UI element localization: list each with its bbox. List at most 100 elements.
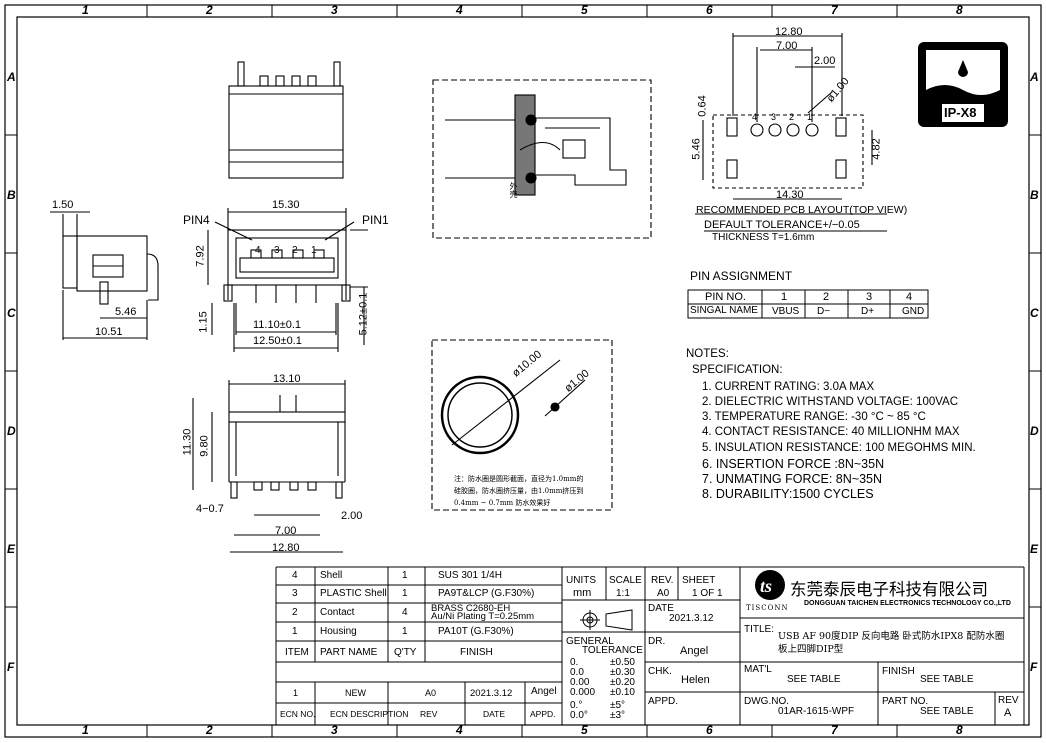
dim-7-92: 7.92 bbox=[194, 245, 207, 267]
grid-col-1-bottom: 1 bbox=[82, 723, 89, 737]
pin-num-3: 3 bbox=[274, 245, 280, 256]
tb-tol-2-val: ±0.20 bbox=[610, 677, 635, 688]
grid-col-7-bottom: 7 bbox=[831, 723, 838, 737]
note-4: 4. CONTACT RESISTANCE: 40 MILLIONHM MAX bbox=[702, 426, 960, 438]
grid-row-a-right: A bbox=[1030, 70, 1039, 84]
tb-finish: SEE TABLE bbox=[920, 674, 974, 685]
company-logo: ts bbox=[755, 570, 785, 600]
tb-matl: SEE TABLE bbox=[787, 674, 841, 685]
tb-appd-label: APPD. bbox=[648, 696, 679, 707]
pcb-layout bbox=[695, 33, 887, 232]
bom-hdr-item: ITEM bbox=[285, 647, 309, 658]
pcb-tolerance: DEFAULT TOLERANCE+/−0.05 bbox=[704, 219, 860, 231]
pcb-dim-4-82: 4.82 bbox=[870, 138, 883, 160]
bom-r2-finish: PA9T&LCP (G.F30%) bbox=[438, 588, 535, 599]
tb-tol-0-val: ±0.50 bbox=[610, 657, 635, 668]
ecn-hdr-no: ECN NO. bbox=[280, 709, 316, 719]
grid-row-d: D bbox=[7, 424, 16, 438]
projection-symbol-icon bbox=[580, 609, 633, 631]
note-7: 7. UNMATING FORCE: 8N~35N bbox=[702, 472, 883, 486]
dim-5-12: 5.12±0.1 bbox=[357, 292, 370, 336]
side-view bbox=[50, 211, 159, 340]
ecn-date: 2021.3.12 bbox=[470, 688, 513, 699]
note-5: 5. INSULATION RESISTANCE: 100 MEGOHMS MI… bbox=[702, 442, 976, 454]
note-8: 8. DURABILITY:1500 CYCLES bbox=[702, 487, 874, 501]
bottom-view bbox=[192, 380, 346, 553]
pin-num-4: 4 bbox=[255, 245, 261, 256]
tb-tol-1-key: 0.0 bbox=[570, 667, 584, 678]
tb-tol-0-key: 0. bbox=[570, 657, 579, 668]
bom-r3-finish-1: BRASS C2680-EH bbox=[431, 603, 511, 614]
bom-hdr-finish: FINISH bbox=[460, 647, 493, 658]
pa-signal-label: SINGAL NAME bbox=[690, 305, 758, 316]
dim-15-30: 15.30 bbox=[272, 199, 300, 211]
tb-company-en: DONGGUAN TAICHEN ELECTRONICS TECHNOLOGY … bbox=[804, 600, 1011, 607]
tb-tol-4-key: 0.° bbox=[570, 700, 583, 711]
grid-col-8-bottom: 8 bbox=[956, 723, 963, 737]
ecn-hdr-date: DATE bbox=[483, 709, 506, 719]
ipx8-rating: 30 Min/1.5m bbox=[944, 98, 983, 105]
bom-r4-finish: PA10T (G.F30%) bbox=[438, 626, 514, 637]
tb-title-2: 板上四脚DIP型 bbox=[778, 644, 844, 655]
tb-units-label: UNITS bbox=[566, 575, 596, 586]
tb-tol-2-key: 0.00 bbox=[570, 677, 590, 688]
tb-dr-label: DR. bbox=[648, 636, 666, 647]
tb-chk-label: CHK. bbox=[648, 666, 672, 677]
note-6: 6. INSERTION FORCE :8N~35N bbox=[702, 457, 885, 471]
pin-num-1: 1 bbox=[311, 245, 317, 256]
dim-5-46-side: 5.46 bbox=[115, 306, 137, 318]
dim-4-07: 4−0.7 bbox=[196, 503, 224, 515]
note-3: 3. TEMPERATURE RANGE: -30 °C ~ 85 °C bbox=[702, 411, 926, 423]
grid-col-7: 7 bbox=[831, 3, 838, 17]
tb-tol-5-val: ±3° bbox=[610, 710, 626, 721]
tb-tolerance: TOLERANCE bbox=[582, 645, 643, 656]
bom-r1-qty: 1 bbox=[402, 570, 408, 581]
grid-col-2: 2 bbox=[206, 3, 213, 17]
ecn-rev: A0 bbox=[425, 688, 437, 698]
grid-row-f-right: F bbox=[1030, 660, 1038, 674]
grid-col-4-bottom: 4 bbox=[456, 723, 463, 737]
tb-part: SEE TABLE bbox=[920, 706, 974, 717]
bom-r3-part: Contact bbox=[320, 607, 355, 618]
dim-1-50: 1.50 bbox=[52, 199, 74, 211]
dim-10-51: 10.51 bbox=[95, 326, 123, 338]
pa-pin-no-label: PIN NO. bbox=[705, 291, 746, 303]
section-view bbox=[432, 79, 652, 239]
ecn-hdr-appd: APPD. bbox=[530, 709, 556, 719]
pcb-dim-5-46: 5.46 bbox=[690, 138, 703, 160]
tb-rev2: A bbox=[1004, 707, 1012, 719]
dim-12-50: 12.50±0.1 bbox=[253, 335, 302, 347]
pcb-dim-7-00: 7.00 bbox=[776, 40, 798, 52]
pcb-dim-0-64: 0.64 bbox=[696, 95, 709, 117]
bom-r3-finish-2: Au/Ni Plating T=0.25mm bbox=[431, 611, 535, 622]
tb-finish-label: FINISH bbox=[882, 666, 915, 677]
seal-note-3: 0.4mm ~ 0.7mm 防水效果好 bbox=[454, 499, 551, 507]
pin1-label: PIN1 bbox=[362, 213, 389, 227]
grid-col-4: 4 bbox=[456, 3, 463, 17]
tb-general: GENERAL bbox=[566, 636, 614, 647]
pin-num-2: 2 bbox=[292, 245, 298, 256]
bom-r1-item: 4 bbox=[292, 570, 298, 581]
note-2: 2. DIELECTRIC WITHSTAND VOLTAGE: 100VAC bbox=[702, 396, 959, 408]
grid-row-c: C bbox=[7, 306, 16, 320]
dim-9-80: 9.80 bbox=[198, 435, 211, 457]
grid-col-5: 5 bbox=[581, 3, 588, 17]
grid-col-3-bottom: 3 bbox=[331, 723, 338, 737]
grid-row-f: F bbox=[7, 660, 15, 674]
ecn-hdr-desc: ECN DESCRIPTION bbox=[330, 709, 409, 719]
bom-r4-part: Housing bbox=[320, 626, 357, 637]
tb-units: mm bbox=[573, 587, 592, 599]
dim-13-10: 13.10 bbox=[273, 373, 301, 385]
pa-pin-1: 1 bbox=[781, 291, 788, 303]
pcb-pin-1: 1 bbox=[807, 112, 813, 122]
tb-date: 2021.3.12 bbox=[669, 613, 714, 624]
bom-r1-finish: SUS 301 1/4H bbox=[438, 570, 502, 581]
pa-pin-2: 2 bbox=[823, 291, 830, 303]
tb-title-1: USB AF 90度DIP 反向电路 卧式防水IPX8 配防水圈 bbox=[778, 631, 1005, 642]
grid-row-e: E bbox=[7, 542, 16, 556]
dim-11-10: 11.10±0.1 bbox=[253, 319, 302, 331]
bom-r2-part: PLASTIC Shell bbox=[320, 588, 387, 599]
tb-dr: Angel bbox=[680, 645, 709, 657]
bom-table-grid bbox=[275, 566, 1025, 725]
ecn-appd: Angel bbox=[531, 686, 557, 697]
